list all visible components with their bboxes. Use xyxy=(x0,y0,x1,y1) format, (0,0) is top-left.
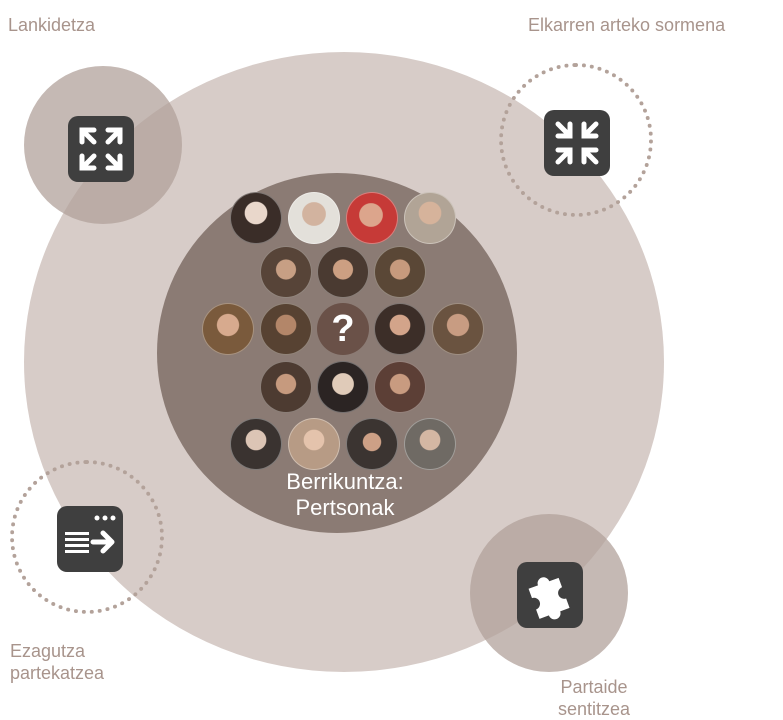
person-avatar xyxy=(202,303,254,355)
label-lankidetza: Lankidetza xyxy=(8,15,96,35)
expand-arrows-icon[interactable] xyxy=(68,116,134,182)
person-avatar xyxy=(404,418,456,470)
label-elkarren-arteko-sormena: Elkarren arteko sormena xyxy=(528,15,726,35)
person-avatar xyxy=(260,303,312,355)
label-ezagutza-partekatzea: Ezagutza partekatzea xyxy=(10,641,105,683)
person-avatar xyxy=(374,246,426,298)
person-avatar xyxy=(317,246,369,298)
satellite-elkarren-dotted xyxy=(499,63,653,217)
label-partaide-sentitzea: Partaide sentitzea xyxy=(558,677,631,719)
text-arrow-icon[interactable] xyxy=(57,506,123,572)
person-avatar xyxy=(374,303,426,355)
unknown-person-icon: ? xyxy=(317,303,369,355)
person-avatar xyxy=(374,361,426,413)
satellite-ezagutza-dotted xyxy=(10,460,164,614)
person-avatar xyxy=(260,246,312,298)
person-avatar xyxy=(288,418,340,470)
center-title: Berrikuntza: Pertsonak xyxy=(286,469,404,520)
person-avatar xyxy=(346,418,398,470)
person-avatar xyxy=(346,192,398,244)
person-avatar xyxy=(230,418,282,470)
puzzle-piece-icon[interactable] xyxy=(517,562,583,628)
person-avatar xyxy=(404,192,456,244)
person-avatar xyxy=(260,361,312,413)
person-avatar xyxy=(432,303,484,355)
person-avatar xyxy=(317,361,369,413)
collapse-arrows-icon[interactable] xyxy=(544,110,610,176)
person-avatar xyxy=(230,192,282,244)
person-avatar xyxy=(288,192,340,244)
